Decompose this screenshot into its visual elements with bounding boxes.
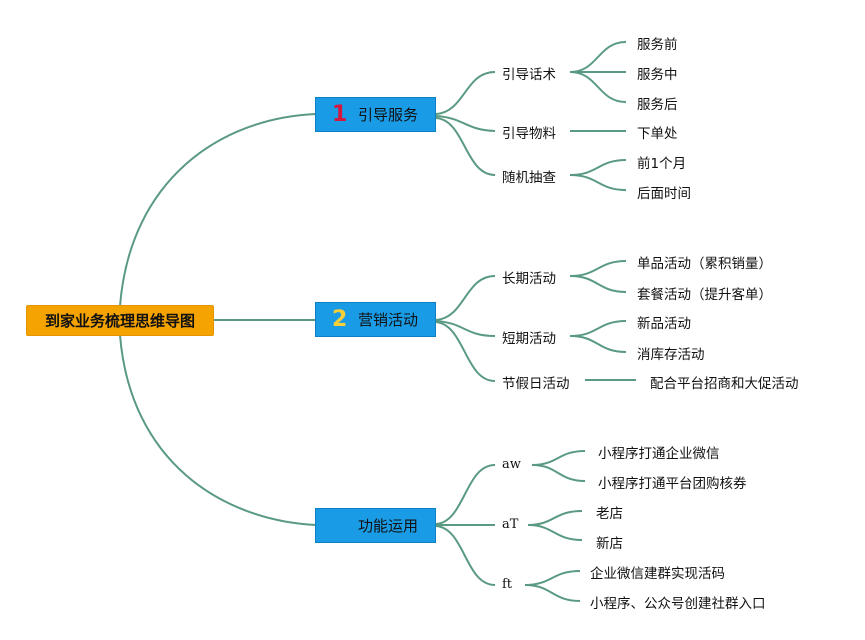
leaf-node[interactable]: 服务前 [637,37,678,53]
branch-node-features[interactable]: 功能运用 [315,508,436,543]
leaf-node[interactable]: 老店 [596,506,623,522]
topic-node[interactable]: 长期活动 [502,271,556,287]
branch-label: 功能运用 [358,517,419,535]
link-root-b1 [119,113,317,307]
root-node[interactable]: 到家业务梳理思维导图 [26,305,214,336]
branch-node-marketing[interactable]: 2 营销活动 [315,302,436,337]
leaf-node[interactable]: 新店 [596,536,623,552]
leaf-node[interactable]: 小程序打通企业微信 [598,446,720,462]
leaf-node[interactable]: 服务后 [637,97,678,113]
leaf-node[interactable]: 新品活动 [637,316,691,332]
number-2-icon: 2 [332,307,348,332]
topic-node[interactable]: aT [502,517,519,532]
topic-node[interactable]: 引导物料 [502,126,556,142]
topic-node[interactable]: 短期活动 [502,331,556,347]
leaf-node[interactable]: 小程序、公众号创建社群入口 [590,596,766,612]
leaf-node[interactable]: 下单处 [637,126,678,142]
topic-node[interactable]: aw [502,457,521,472]
leaf-node[interactable]: 消库存活动 [637,347,705,363]
leaf-node[interactable]: 前1个月 [637,156,687,172]
branch-node-guide-service[interactable]: 1 引导服务 [315,97,436,132]
topic-node[interactable]: ft [502,577,513,592]
topic-node[interactable]: 引导话术 [502,67,556,83]
leaf-node[interactable]: 小程序打通平台团购核券 [598,476,747,492]
topic-node[interactable]: 随机抽查 [502,170,556,186]
root-label: 到家业务梳理思维导图 [44,312,195,330]
leaf-node[interactable]: 企业微信建群实现活码 [590,566,725,582]
leaf-node[interactable]: 配合平台招商和大促活动 [650,376,799,392]
leaf-node[interactable]: 单品活动（累积销量） [637,256,772,272]
link-root-b3 [119,334,317,526]
leaf-node[interactable]: 套餐活动（提升客单） [637,287,772,303]
number-1-icon: 1 [332,102,348,127]
branch-label: 营销活动 [358,311,419,329]
branch-label: 引导服务 [358,106,419,124]
leaf-node[interactable]: 服务中 [637,67,678,83]
topic-node[interactable]: 节假日活动 [502,376,570,392]
leaf-node[interactable]: 后面时间 [637,186,691,202]
